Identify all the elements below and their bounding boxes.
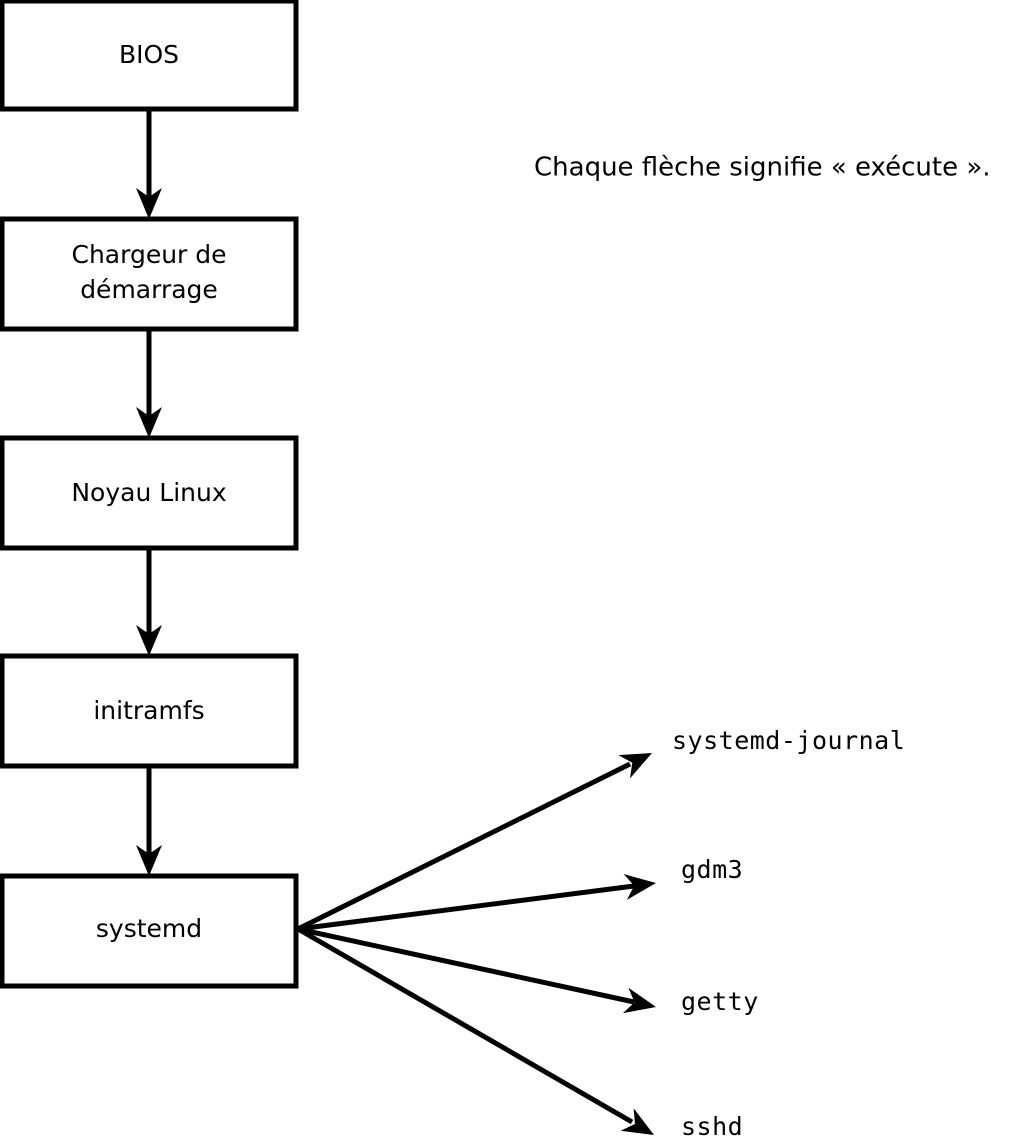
box-bios-label: BIOS [119, 40, 179, 69]
service-label-sshd: sshd [681, 1112, 743, 1141]
arrow-systemd-to-sshd [296, 926, 654, 1135]
box-bios[interactable]: BIOS [0, 0, 299, 112]
service-label-getty: getty [681, 987, 759, 1016]
box-bootloader[interactable]: Chargeur de démarrage [0, 216, 299, 332]
arrow-kernel-to-initramfs [136, 548, 162, 656]
arrow-systemd-to-gdm3 [297, 874, 656, 932]
box-systemd[interactable]: systemd [0, 873, 299, 989]
arrow-bootloader-to-kernel [136, 329, 162, 438]
box-systemd-label: systemd [96, 914, 202, 943]
box-initramfs-label: initramfs [93, 696, 204, 725]
box-systemd-rect [0, 873, 299, 989]
arrow-systemd-to-systemd-journal [296, 753, 652, 932]
diagram-caption: Chaque flèche signifie « exécute ». [534, 153, 991, 183]
box-kernel[interactable]: Noyau Linux [0, 435, 299, 551]
arrow-bios-to-bootloader [136, 109, 162, 219]
box-bootloader-rect [0, 216, 299, 332]
box-initramfs[interactable]: initramfs [0, 653, 299, 769]
arrow-initramfs-to-systemd [136, 766, 162, 876]
box-bootloader-label-line1: Chargeur de [71, 240, 226, 269]
box-bios-rect [0, 0, 299, 112]
box-kernel-label: Noyau Linux [71, 478, 226, 507]
box-kernel-rect [0, 435, 299, 551]
service-label-systemd-journal: systemd-journal [672, 726, 905, 755]
service-label-gdm3: gdm3 [681, 855, 743, 884]
arrow-systemd-to-getty [297, 926, 656, 1014]
box-bootloader-label-line2: démarrage [80, 275, 218, 304]
